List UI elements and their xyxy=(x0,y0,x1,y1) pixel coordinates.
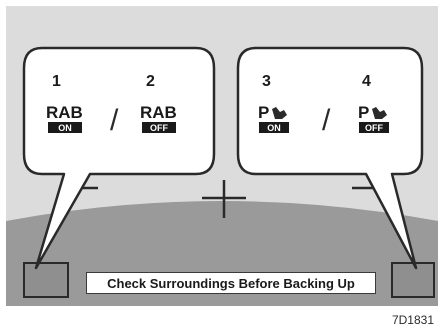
item2-badge-text: OFF xyxy=(150,123,168,133)
item2-number: 2 xyxy=(146,73,155,90)
corner-button-right[interactable] xyxy=(391,262,435,298)
corner-button-left[interactable] xyxy=(23,262,69,298)
item1-label: RAB xyxy=(46,103,83,122)
item1-number: 1 xyxy=(52,73,61,90)
item3-badge-text: ON xyxy=(267,123,281,133)
item1-badge xyxy=(48,122,82,133)
item4-number: 4 xyxy=(362,73,371,90)
item1-badge-text: ON xyxy=(58,123,72,133)
item3-label: P xyxy=(258,103,269,122)
display-illustration: 1 2 RAB ON / RAB OFF 3 4 P ON / P OFF xyxy=(6,6,438,306)
callout-bubble-right xyxy=(236,46,424,270)
item3-number: 3 xyxy=(262,73,271,90)
figure-code: 7D1831 xyxy=(391,313,434,327)
callout-bubble-left xyxy=(22,46,216,270)
parking-hand-icon xyxy=(372,107,387,119)
warning-message: Check Surroundings Before Backing Up xyxy=(86,272,376,294)
item4-badge xyxy=(359,122,389,133)
item2-badge xyxy=(142,122,176,133)
item2-label: RAB xyxy=(140,103,177,122)
item4-label: P xyxy=(358,103,369,122)
left-separator: / xyxy=(110,104,119,137)
item3-badge xyxy=(259,122,289,133)
right-separator: / xyxy=(322,104,331,137)
item4-badge-text: OFF xyxy=(365,123,383,133)
parking-hand-icon xyxy=(272,107,287,119)
